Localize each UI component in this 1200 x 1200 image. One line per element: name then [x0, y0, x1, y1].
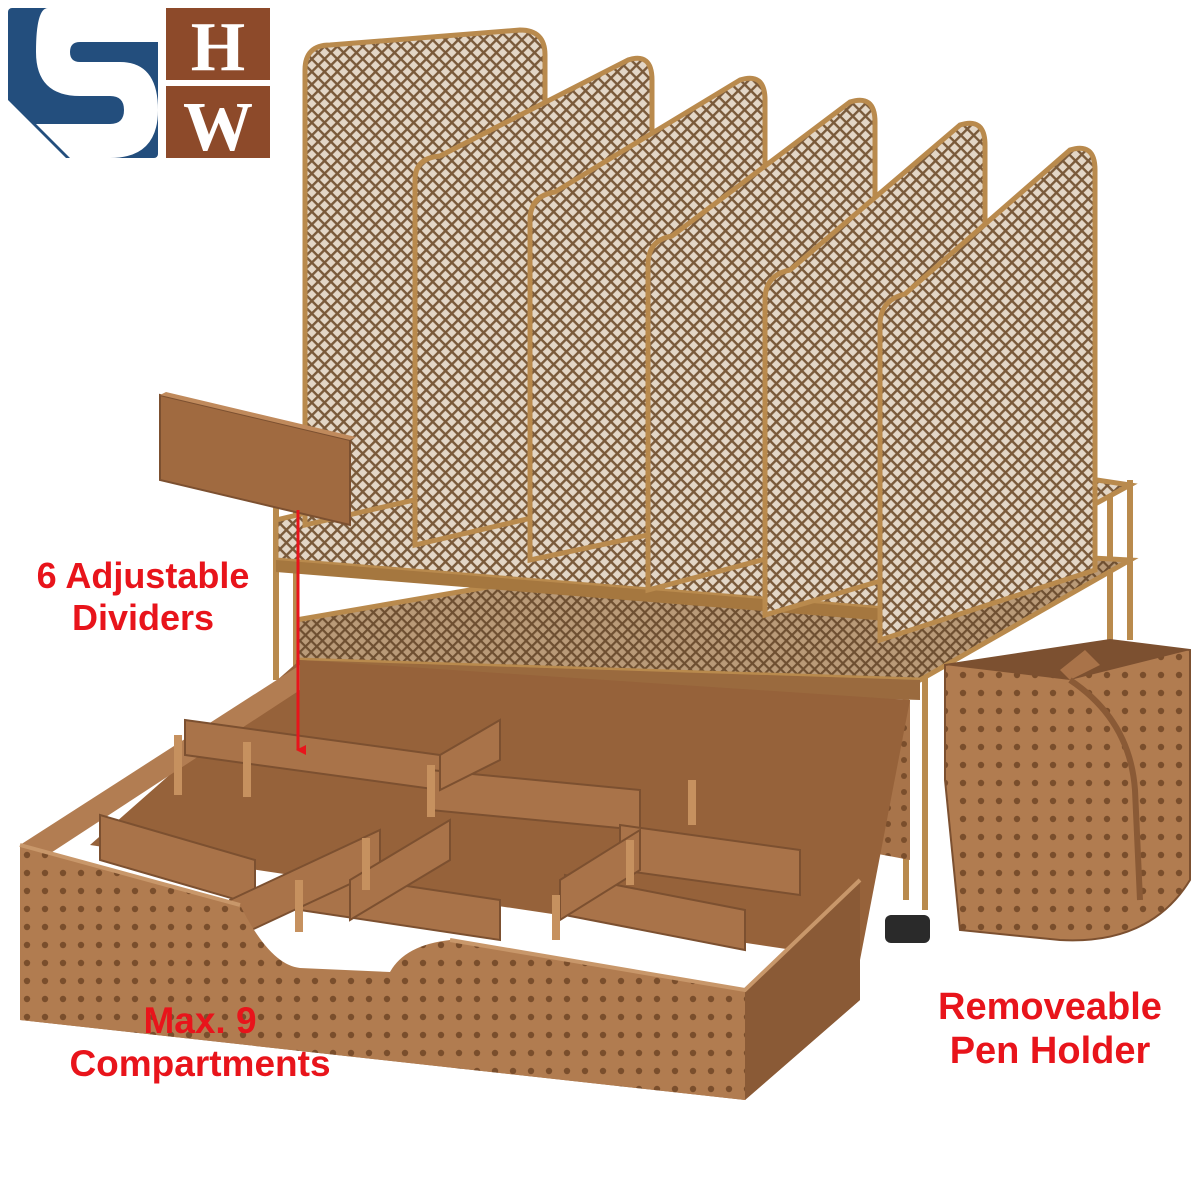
pen-holder	[944, 638, 1191, 942]
callout-dividers-line2: Dividers	[71, 596, 215, 638]
svg-text:W: W	[183, 89, 253, 166]
callout-adjustable-dividers: 6 Adjustable Dividers	[8, 555, 278, 639]
callout-pen-line2: Pen Holder	[949, 1030, 1151, 1073]
callout-compartments-line1: Max. 9	[143, 1000, 257, 1041]
brand-logo: H W	[8, 8, 270, 166]
loose-divider-card	[159, 392, 356, 527]
callout-pen-holder: Removeable Pen Holder	[905, 985, 1195, 1073]
callout-compartments-line2: Compartments	[69, 1042, 331, 1084]
mesh-dividers	[302, 27, 1098, 644]
callout-compartments: Max. 9 Compartments	[40, 1000, 360, 1086]
mesh-divider	[877, 145, 1098, 644]
callout-dividers-line1: 6 Adjustable	[36, 555, 250, 596]
drawer	[19, 660, 930, 1100]
svg-text:H: H	[191, 9, 245, 86]
callout-pen-line1: Removeable	[938, 986, 1162, 1028]
